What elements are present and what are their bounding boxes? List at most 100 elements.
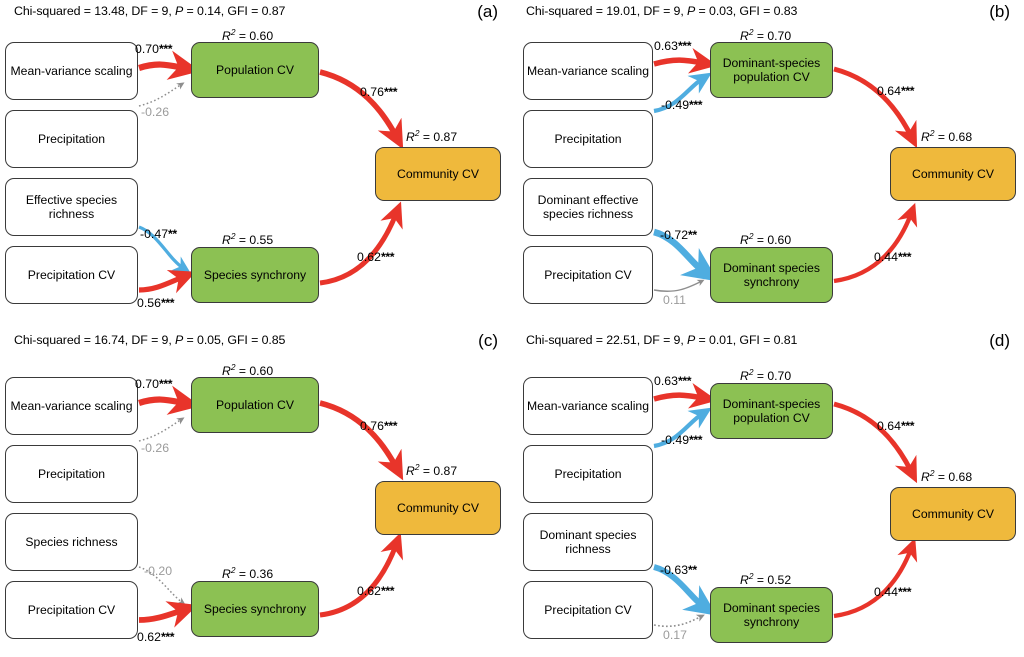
r2-response: R2 = 0.87 <box>406 128 458 145</box>
box-predictor-4[interactable]: Precipitation CV <box>5 581 138 639</box>
edge-label-3: -0.47** <box>140 227 177 241</box>
edge-label-1: 0.70*** <box>135 42 173 56</box>
r2-mediator-bottom-value: 0.60 <box>767 233 792 248</box>
edge-label-2: -0.49*** <box>661 98 703 112</box>
fit-suffix: = 0.01, GFI = 0.81 <box>695 333 798 347</box>
fit-suffix: = 0.14, GFI = 0.87 <box>183 4 286 18</box>
fit-p-symbol: P <box>175 4 184 18</box>
panel-a: Chi-squared = 13.48, DF = 9, P = 0.14, G… <box>0 0 512 328</box>
box-response-label: Community CV <box>912 506 994 521</box>
path-mediator-bottom-to-response <box>319 201 403 286</box>
fit-prefix: Chi-squared = 19.01, DF = 9, <box>526 4 688 18</box>
box-response[interactable]: Community CV <box>375 481 501 535</box>
fit-p-symbol: P <box>687 4 696 18</box>
box-predictor-1-label: Mean-variance scaling <box>527 63 649 78</box>
r2-response: R2 = 0.68 <box>921 128 973 145</box>
box-predictor-4[interactable]: Precipitation CV <box>523 581 653 639</box>
r2-mediator-bottom-value: 0.36 <box>249 567 274 582</box>
box-mediator-top[interactable]: Population CV <box>191 377 319 433</box>
edge-label-4: 0.62*** <box>137 630 175 644</box>
box-predictor-1[interactable]: Mean-variance scaling <box>5 42 138 100</box>
fit-prefix: Chi-squared = 13.48, DF = 9, <box>14 4 176 18</box>
panel-c: Chi-squared = 16.74, DF = 9, P = 0.05, G… <box>0 329 512 657</box>
r2-response-value: 0.68 <box>948 470 973 485</box>
edge-label-6: 0.44*** <box>874 585 912 599</box>
box-predictor-2-label: Precipitation <box>37 466 106 481</box>
edge-label-6: 0.62*** <box>357 584 395 598</box>
r2-mediator-top-value: 0.70 <box>767 369 792 384</box>
box-predictor-3[interactable]: Dominant species richness <box>523 513 653 571</box>
path-pred2-to-mediator-top <box>138 417 185 442</box>
box-mediator-top[interactable]: Dominant-species population CV <box>710 42 833 98</box>
box-predictor-4-label: Precipitation CV <box>27 602 116 617</box>
r2-mediator-bottom: R2 = 0.60 <box>740 231 792 248</box>
box-predictor-2[interactable]: Precipitation <box>523 110 653 168</box>
r2-mediator-top: R2 = 0.60 <box>222 27 274 44</box>
box-mediator-top[interactable]: Population CV <box>191 42 319 98</box>
fit-p-symbol: P <box>175 333 184 347</box>
box-mediator-bottom[interactable]: Species synchrony <box>191 581 319 637</box>
box-response[interactable]: Community CV <box>375 147 501 201</box>
r2-mediator-top: R2 = 0.70 <box>740 367 792 384</box>
edge-label-5: 0.64*** <box>877 84 915 98</box>
box-predictor-4-label: Precipitation CV <box>544 602 632 617</box>
edge-label-2: -0.26 <box>141 105 170 119</box>
box-mediator-top-label: Dominant-species population CV <box>722 55 821 84</box>
fit-suffix: = 0.03, GFI = 0.83 <box>695 4 798 18</box>
panel-d-label: (d) <box>989 331 1010 350</box>
edge-label-5: 0.76*** <box>360 419 398 433</box>
r2-mediator-bottom: R2 = 0.36 <box>222 565 274 582</box>
box-mediator-bottom[interactable]: Dominant species synchrony <box>710 587 833 643</box>
box-predictor-4-label: Precipitation CV <box>27 267 116 282</box>
box-predictor-3-label: Species richness <box>25 534 118 549</box>
r2-mediator-top-value: 0.60 <box>249 29 274 44</box>
r2-mediator-bottom: R2 = 0.55 <box>222 231 274 248</box>
edge-label-2: -0.49*** <box>661 433 703 447</box>
box-response-label: Community CV <box>397 500 479 515</box>
box-predictor-2[interactable]: Precipitation <box>523 445 653 503</box>
edge-label-3: -0.20 <box>144 564 173 578</box>
box-predictor-1-label: Mean-variance scaling <box>10 398 133 413</box>
box-predictor-2[interactable]: Precipitation <box>5 110 138 168</box>
box-predictor-2[interactable]: Precipitation <box>5 445 138 503</box>
box-predictor-1[interactable]: Mean-variance scaling <box>523 42 653 100</box>
panel-b-fit-statistics: Chi-squared = 19.01, DF = 9, P = 0.03, G… <box>526 4 797 18</box>
box-mediator-top[interactable]: Dominant-species population CV <box>710 383 833 439</box>
box-predictor-3[interactable]: Species richness <box>5 513 138 571</box>
fit-prefix: Chi-squared = 22.51, DF = 9, <box>526 333 688 347</box>
box-response-label: Community CV <box>397 166 479 181</box>
box-predictor-3[interactable]: Effective species richness <box>5 178 138 236</box>
path-mediator-top-to-response <box>319 69 404 150</box>
path-mediator-top-to-response <box>833 401 918 484</box>
panel-a-fit-statistics: Chi-squared = 13.48, DF = 9, P = 0.14, G… <box>14 4 285 18</box>
box-predictor-4[interactable]: Precipitation CV <box>523 246 653 304</box>
box-predictor-1[interactable]: Mean-variance scaling <box>5 377 138 435</box>
path-pred4-to-mediator-bottom <box>653 614 705 628</box>
r2-response-value: 0.87 <box>433 130 458 145</box>
panel-c-fit-statistics: Chi-squared = 16.74, DF = 9, P = 0.05, G… <box>14 333 285 347</box>
path-pred4-to-mediator-bottom <box>138 601 198 628</box>
box-predictor-1[interactable]: Mean-variance scaling <box>523 377 653 435</box>
r2-mediator-top: R2 = 0.60 <box>222 362 274 379</box>
box-response[interactable]: Community CV <box>890 487 1016 541</box>
r2-response: R2 = 0.68 <box>921 468 973 485</box>
r2-mediator-top-value: 0.70 <box>767 29 792 44</box>
path-mediator-top-to-response <box>319 400 404 481</box>
panel-d: Chi-squared = 22.51, DF = 9, P = 0.01, G… <box>512 329 1024 657</box>
edge-label-6: 0.62*** <box>357 250 395 264</box>
path-pred1-to-mediator-top <box>653 382 718 409</box>
box-mediator-bottom[interactable]: Species synchrony <box>191 247 319 303</box>
panel-d-fit-statistics: Chi-squared = 22.51, DF = 9, P = 0.01, G… <box>526 333 797 347</box>
path-pred4-to-mediator-bottom <box>138 270 197 294</box>
r2-mediator-top: R2 = 0.70 <box>740 27 792 44</box>
fit-p-symbol: P <box>687 333 696 347</box>
box-predictor-4[interactable]: Precipitation CV <box>5 246 138 304</box>
box-predictor-3[interactable]: Dominant effective species richness <box>523 178 653 236</box>
box-predictor-2-label: Precipitation <box>554 131 622 146</box>
box-response[interactable]: Community CV <box>890 147 1016 201</box>
box-mediator-bottom-label: Species synchrony <box>203 601 307 616</box>
path-pred1-to-mediator-top <box>138 385 201 415</box>
edge-label-6: 0.44*** <box>874 250 912 264</box>
box-mediator-bottom[interactable]: Dominant species synchrony <box>710 247 833 303</box>
